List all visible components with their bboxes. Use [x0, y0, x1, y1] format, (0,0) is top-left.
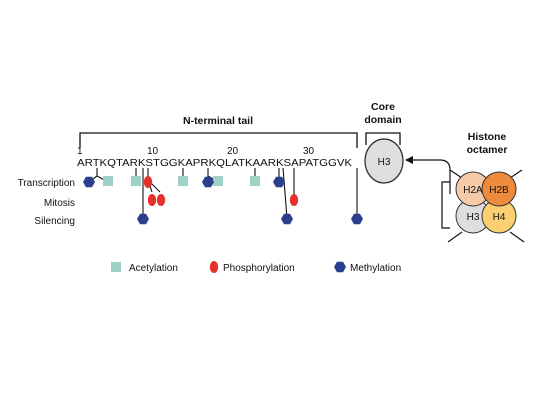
octamer-h4-label: H4 — [493, 212, 506, 223]
n-terminal-tail-label: N-terminal tail — [183, 115, 253, 127]
acetylation-marker — [131, 176, 141, 186]
position-tick-30: 30 — [303, 146, 315, 157]
acetylation-marker — [178, 176, 188, 186]
acetylation-marker — [103, 176, 113, 186]
octamer-h2a-label: H2A — [463, 185, 483, 196]
legend: Acetylation Phosphorylation Methylation — [111, 261, 401, 274]
histone-tail-sequence: ARTKQTARKSTGGKAPRKQLATKAARKSAPATGGVK — [77, 158, 352, 169]
phosphorylation-marker — [289, 194, 299, 206]
position-tick-10: 10 — [147, 146, 159, 157]
position-tick-1: 1 — [77, 146, 83, 157]
octamer-h2b-label: H2B — [489, 185, 509, 196]
legend-methylation-label: Methylation — [350, 263, 401, 274]
octamer-h3-label: H3 — [467, 212, 480, 223]
methylation-marker — [273, 176, 285, 188]
methylation-marker — [137, 213, 149, 225]
legend-acetylation-icon — [111, 262, 121, 272]
acetylation-marker — [250, 176, 260, 186]
legend-phosphorylation-label: Phosphorylation — [223, 263, 295, 274]
core-domain-label-line1: Core — [371, 101, 395, 113]
legend-phosphorylation-icon — [209, 261, 219, 273]
methylation-marker — [351, 213, 363, 225]
row-label-transcription: Transcription — [18, 178, 75, 189]
position-tick-20: 20 — [227, 146, 239, 157]
modification-markers — [83, 176, 363, 225]
methylation-marker — [281, 213, 293, 225]
arrow-line — [406, 159, 451, 194]
histone-octamer-label-line1: Histone — [468, 131, 507, 143]
acetylation-marker — [213, 176, 223, 186]
legend-acetylation-label: Acetylation — [129, 263, 178, 274]
core-domain-bracket — [365, 132, 401, 145]
methylation-marker — [83, 176, 95, 188]
row-label-silencing: Silencing — [34, 216, 75, 227]
core-domain-h3-label: H3 — [378, 157, 391, 168]
modification-stems — [88, 167, 358, 219]
phosphorylation-marker — [156, 194, 166, 206]
phosphorylation-marker — [143, 176, 153, 188]
core-domain-h3 — [364, 138, 404, 184]
arrowhead-icon — [405, 156, 413, 164]
histone-octamer: H2A H2B H3 H4 — [455, 171, 517, 234]
legend-methylation-icon — [334, 261, 346, 273]
octamer-h2b — [481, 171, 517, 207]
octamer-bracket — [441, 181, 450, 229]
core-domain-label-line2: domain — [364, 114, 401, 126]
row-label-mitosis: Mitosis — [44, 198, 75, 209]
phosphorylation-marker — [147, 194, 157, 206]
stem-k27-methyl-b — [282, 167, 288, 219]
histone-octamer-label-line2: octamer — [467, 144, 508, 156]
methylation-marker — [202, 176, 214, 188]
n-terminal-bracket — [79, 132, 358, 148]
octamer-tails — [447, 169, 525, 243]
